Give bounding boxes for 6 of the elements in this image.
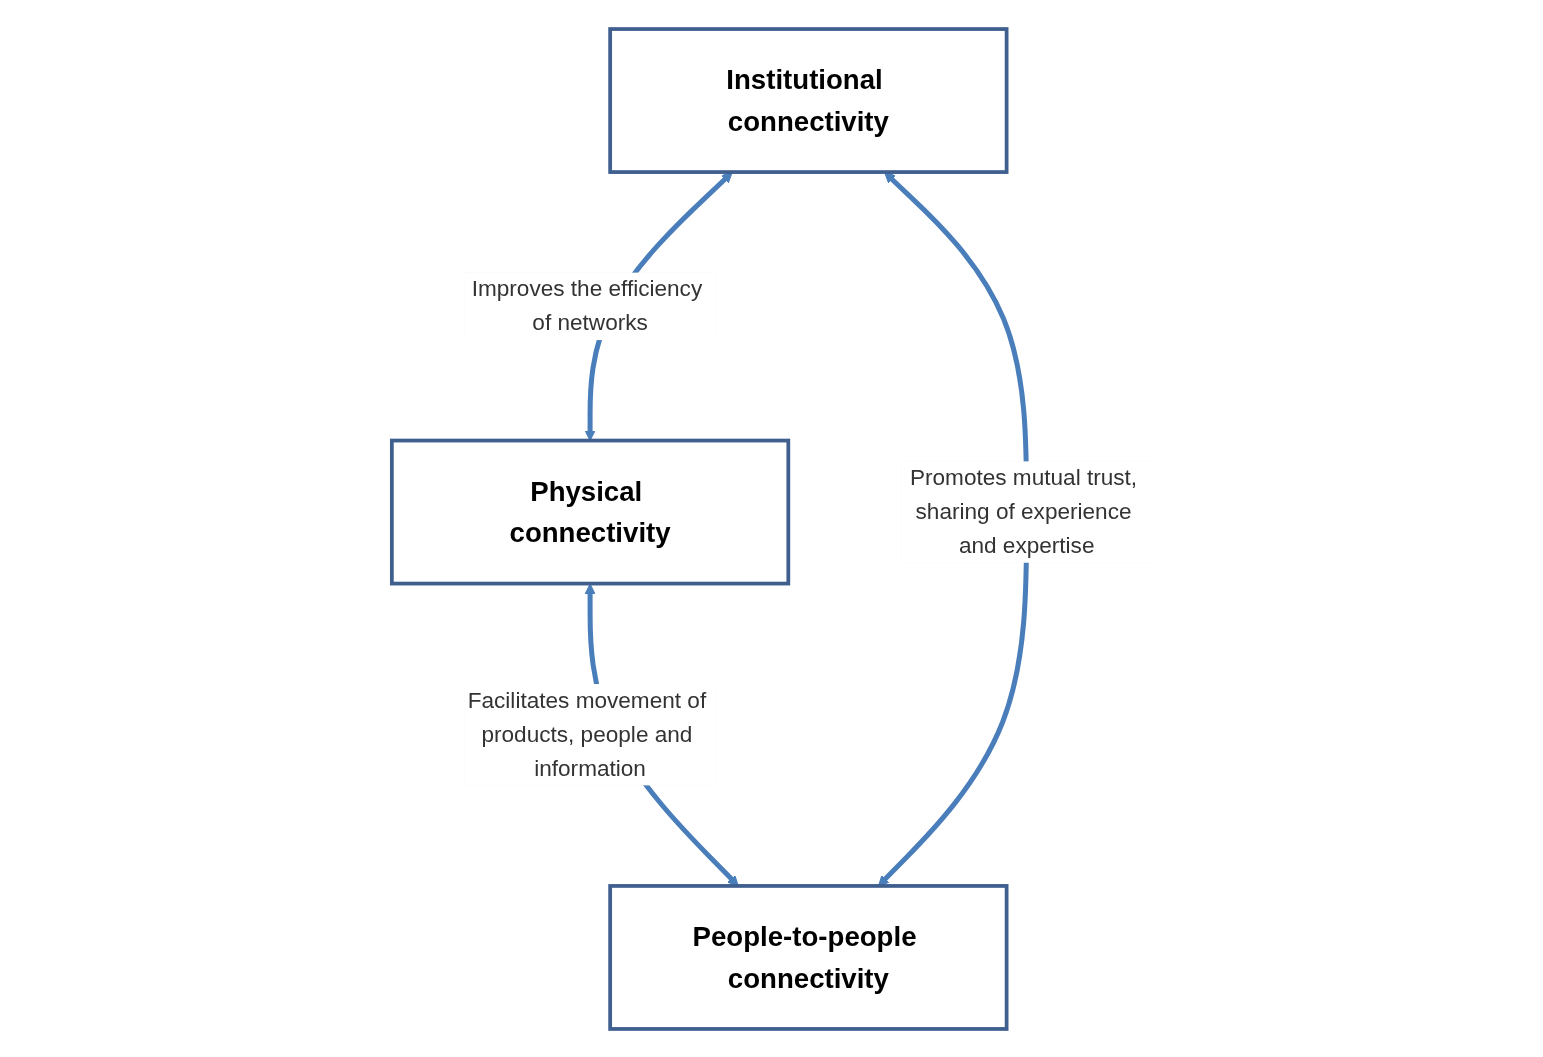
node-box: Institutional connectivity [607, 26, 1008, 174]
edge-label: Improves the efficiency of networks [471, 275, 702, 335]
node-box: People-to-people connectivity [607, 883, 1008, 1031]
node-box: Physical connectivity [389, 438, 790, 585]
edge-label: Facilitates movement of products, people and information [467, 687, 706, 781]
edge-label: Promotes mutual trust, sharing of experience and expertise [909, 464, 1137, 558]
